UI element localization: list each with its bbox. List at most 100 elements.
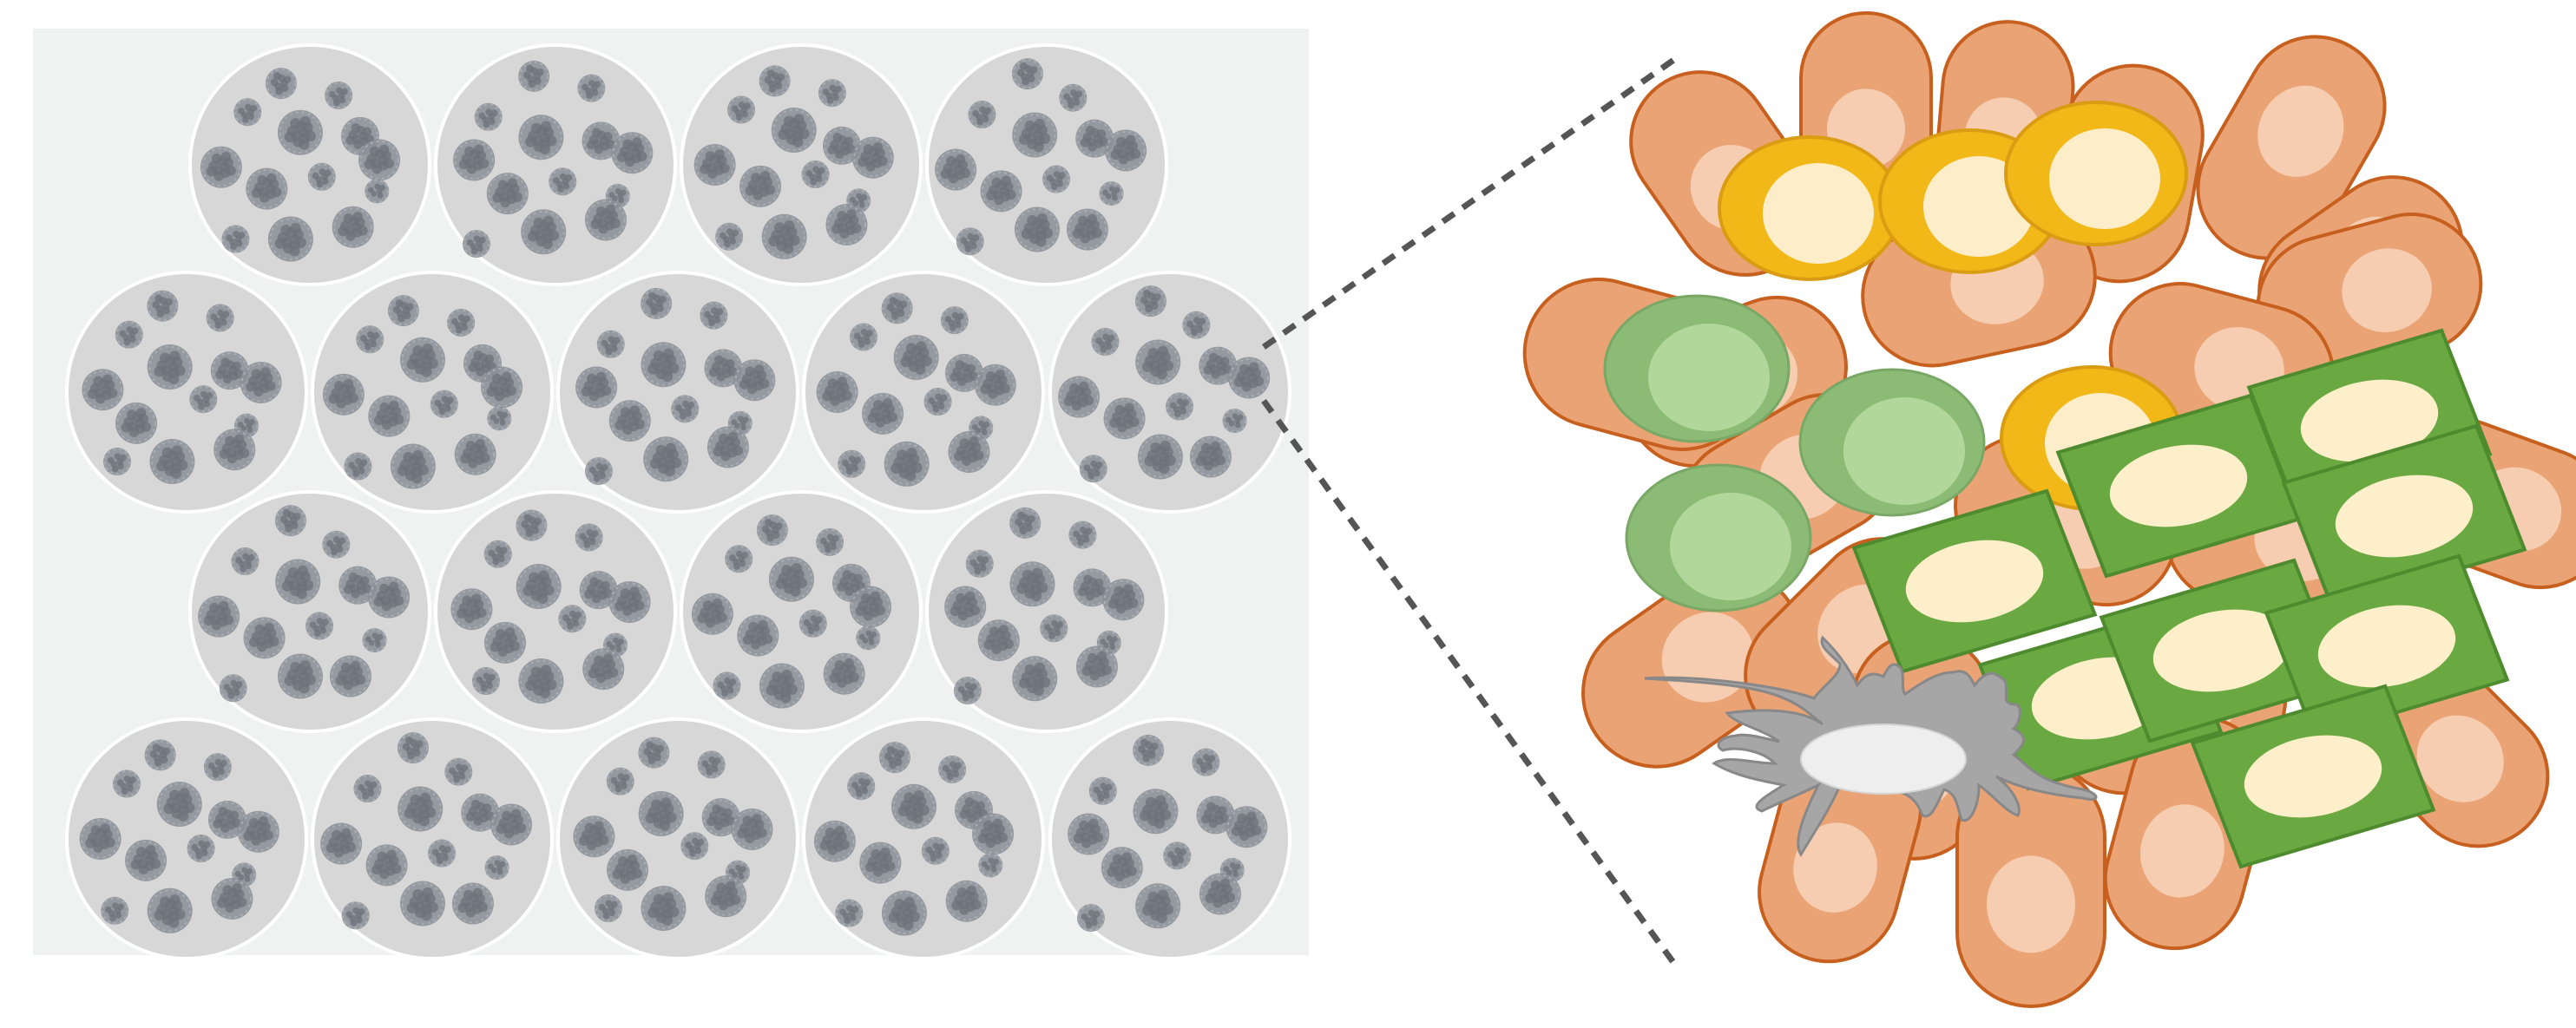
cell-cluster <box>399 881 445 927</box>
cell-cluster <box>1199 346 1238 385</box>
cell-cluster <box>1196 796 1235 835</box>
cell-cluster <box>243 617 286 659</box>
cell-cluster <box>1182 311 1211 339</box>
cell-cluster <box>1059 83 1088 112</box>
cell-cluster <box>1102 579 1145 621</box>
cell-cluster <box>1199 873 1241 915</box>
cell-cluster <box>831 563 871 602</box>
microwell <box>65 717 308 960</box>
microwell <box>1048 271 1291 514</box>
cell-cluster <box>428 839 457 868</box>
cell-cluster <box>739 165 782 207</box>
cell-cluster <box>737 614 779 657</box>
cell-cluster <box>816 371 858 413</box>
cell-cluster <box>1101 847 1143 889</box>
cell-cluster <box>233 98 262 127</box>
cell-cluster <box>725 545 753 573</box>
cell-cluster <box>759 65 791 97</box>
cell-cluster <box>1011 58 1043 90</box>
cell-cluster <box>856 625 881 651</box>
green-round-cell <box>1625 463 1812 612</box>
green-square-cell <box>2190 684 2436 869</box>
cell-cluster <box>691 593 733 635</box>
microwell <box>802 717 1045 960</box>
cell-cluster <box>847 772 876 801</box>
cell-cluster <box>759 663 805 709</box>
cell-cluster <box>307 162 336 191</box>
cell-cluster <box>1189 435 1232 478</box>
cell-cluster <box>671 395 700 423</box>
cell-cluster <box>486 173 529 215</box>
cell-cluster <box>956 227 984 256</box>
cell-cluster <box>521 209 567 255</box>
branched-grey-cell <box>1644 635 2098 857</box>
cell-cluster <box>451 882 494 925</box>
cell-cluster <box>577 74 606 102</box>
cell-cluster <box>237 810 279 853</box>
cell-cluster <box>1073 568 1112 607</box>
cell-cluster <box>851 136 894 179</box>
cell-cluster <box>579 571 618 610</box>
cell-cluster <box>731 808 773 850</box>
cell-cluster <box>1066 208 1108 251</box>
cell-cluster <box>1009 561 1055 607</box>
cell-cluster <box>221 225 250 253</box>
cell-cluster <box>697 750 726 779</box>
cell-cluster <box>115 320 143 349</box>
cell-cluster <box>82 369 124 411</box>
cell-cluster <box>358 139 401 181</box>
elongated-cell <box>1955 762 2106 1008</box>
cell-cluster <box>638 737 670 769</box>
cell-cluster <box>231 547 260 576</box>
cell-cluster <box>368 576 411 619</box>
cell-cluster <box>977 619 1020 662</box>
cell-cluster <box>214 429 256 471</box>
cell-cluster <box>596 330 625 358</box>
cell-cluster <box>1088 776 1117 805</box>
cell-cluster <box>921 836 950 865</box>
cell-cluster <box>207 800 246 839</box>
cell-cluster <box>471 667 500 696</box>
cell-cluster <box>1099 181 1124 206</box>
cell-cluster <box>390 443 436 489</box>
cell-cluster <box>329 655 371 697</box>
cell-cluster <box>1079 455 1107 483</box>
cell-cluster <box>1040 614 1068 643</box>
cell-cluster <box>923 388 952 416</box>
cell-cluster <box>462 230 490 259</box>
cell-cluster <box>1075 119 1114 158</box>
microwell <box>434 43 677 286</box>
cell-cluster <box>965 549 994 578</box>
cell-cluster <box>884 441 930 487</box>
cell-cluster <box>274 505 306 537</box>
cell-cluster <box>1228 357 1271 399</box>
yellow-round-cell <box>1718 135 1902 281</box>
cell-cluster <box>948 431 990 473</box>
cell-cluster <box>481 366 523 409</box>
cell-cluster <box>606 767 634 796</box>
cell-cluster <box>700 301 728 330</box>
cell-cluster <box>189 385 218 414</box>
microwell <box>680 43 923 286</box>
cell-cluster <box>102 448 131 476</box>
cell-cluster <box>715 222 744 251</box>
microwell <box>556 271 799 514</box>
cell-cluster <box>701 798 740 837</box>
cell-cluster <box>1134 285 1166 318</box>
cell-cluster <box>306 612 334 640</box>
cell-cluster <box>713 671 741 700</box>
cell-cluster <box>818 79 846 108</box>
cell-cluster <box>850 586 892 628</box>
cell-cluster <box>149 439 195 485</box>
cell-cluster <box>1135 883 1181 929</box>
yellow-round-cell <box>2004 101 2188 246</box>
cell-cluster <box>447 308 476 337</box>
cell-cluster <box>575 523 603 552</box>
cell-cluster <box>798 609 827 638</box>
cell-cluster <box>968 101 996 129</box>
cell-cluster <box>147 290 179 322</box>
cell-cluster <box>823 652 865 695</box>
cell-cluster <box>211 878 253 920</box>
cell-cluster <box>341 901 370 930</box>
cell-cluster <box>607 848 649 891</box>
